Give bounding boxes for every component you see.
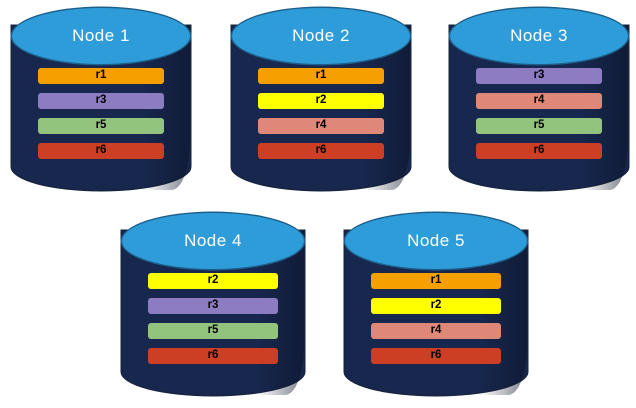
replica-list: r1 r2 r4 r6 <box>257 68 385 159</box>
replica-bar[interactable]: r4 <box>475 93 603 109</box>
replica-bar[interactable]: r5 <box>475 118 603 134</box>
replica-label: r4 <box>533 94 545 107</box>
replica-label: r2 <box>207 274 219 287</box>
replica-list: r3 r4 r5 r6 <box>475 68 603 159</box>
replica-label: r5 <box>207 324 219 337</box>
replica-label: r6 <box>95 144 107 157</box>
replica-label: r1 <box>430 274 442 287</box>
replica-bar[interactable]: r5 <box>37 118 165 134</box>
replica-bar[interactable]: r6 <box>371 348 501 364</box>
replica-bar[interactable]: r4 <box>371 323 501 339</box>
replica-label: r2 <box>315 94 327 107</box>
replica-label: r3 <box>207 299 219 312</box>
replica-bar[interactable]: r1 <box>257 68 385 84</box>
cylinder-top-ellipse <box>450 8 628 64</box>
replica-bar[interactable]: r2 <box>257 93 385 109</box>
cylinder-top-ellipse <box>122 213 304 269</box>
replica-bar[interactable]: r6 <box>257 143 385 159</box>
replica-label: r5 <box>95 119 107 132</box>
replica-label: r3 <box>533 69 545 82</box>
replica-list: r1 r3 r5 r6 <box>37 68 165 159</box>
replica-label: r6 <box>207 349 219 362</box>
replica-label: r6 <box>430 349 442 362</box>
replica-label: r4 <box>430 324 442 337</box>
replica-bar[interactable]: r3 <box>475 68 603 84</box>
replica-bar[interactable]: r4 <box>257 118 385 134</box>
cylinder-top-ellipse <box>12 8 190 64</box>
replica-label: r3 <box>95 94 107 107</box>
replica-label: r6 <box>533 144 545 157</box>
replica-bar[interactable]: r1 <box>37 68 165 84</box>
replica-list: r2 r3 r5 r6 <box>148 273 278 364</box>
replica-bar[interactable]: r2 <box>371 298 501 314</box>
replica-label: r1 <box>315 69 327 82</box>
replica-bar[interactable]: r1 <box>371 273 501 289</box>
replica-bar[interactable]: r3 <box>37 93 165 109</box>
replica-label: r4 <box>315 119 327 132</box>
cylinder-top-ellipse <box>345 213 527 269</box>
cylinder-top-ellipse <box>232 8 410 64</box>
replica-bar[interactable]: r2 <box>148 273 278 289</box>
replica-bar[interactable]: r6 <box>148 348 278 364</box>
replica-bar[interactable]: r6 <box>475 143 603 159</box>
replica-bar[interactable]: r5 <box>148 323 278 339</box>
replica-label: r2 <box>430 299 442 312</box>
replica-label: r5 <box>533 119 545 132</box>
replica-label: r1 <box>95 69 107 82</box>
replica-list: r1 r2 r4 r6 <box>371 273 501 364</box>
replica-label: r6 <box>315 144 327 157</box>
replica-bar[interactable]: r6 <box>37 143 165 159</box>
replica-bar[interactable]: r3 <box>148 298 278 314</box>
